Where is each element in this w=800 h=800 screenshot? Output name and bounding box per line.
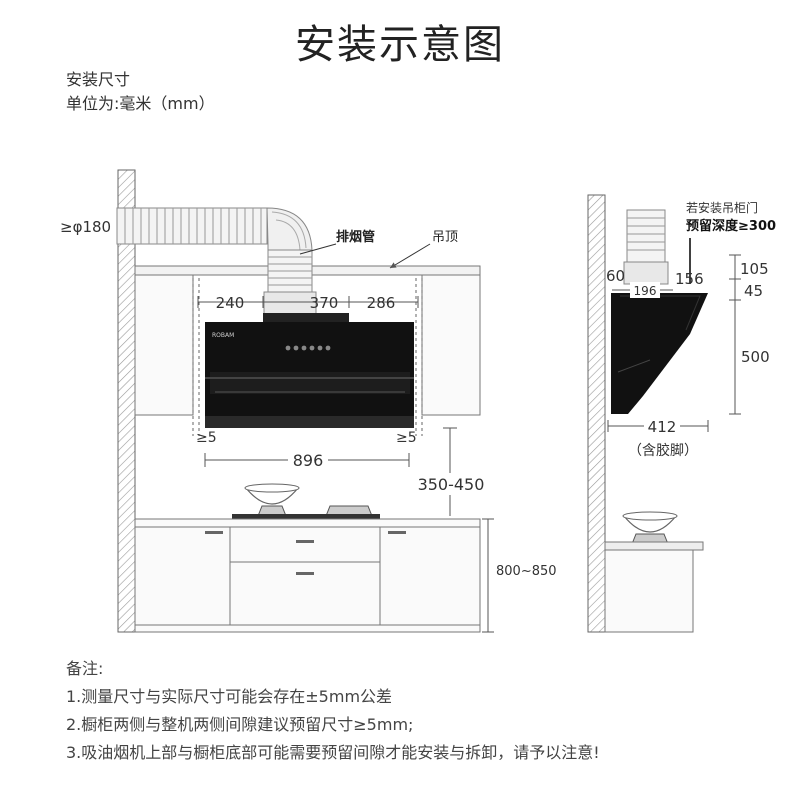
dim-side-500: 500: [741, 348, 770, 366]
dim-cabinet-height: 800~850: [496, 564, 557, 579]
dim-total-width: 896: [293, 451, 324, 470]
subtitle-install-size: 安装尺寸: [66, 70, 131, 89]
front-view: ROBAM 240 370 286 ≥φ180 排烟管 吊顶 ≥5 ≥5: [60, 169, 557, 633]
side-note-line1: 若安装吊柜门: [686, 200, 758, 215]
upper-cabinet-right: [421, 274, 481, 416]
dim-side-412-note: （含胶脚）: [628, 442, 698, 459]
hood-brand-logo: ROBAM: [212, 332, 234, 339]
dim-side-156: 156: [675, 270, 704, 288]
note-item-1: 1.测量尺寸与实际尺寸可能会存在±5mm公差: [66, 687, 393, 706]
side-wall: [587, 194, 606, 633]
page-title: 安装示意图: [295, 22, 505, 68]
dim-370: 370: [310, 294, 339, 312]
dim-286: 286: [367, 294, 396, 312]
dim-side-45: 45: [744, 282, 763, 300]
wok: [244, 483, 300, 517]
dim-hood-height: 350-450: [418, 475, 485, 494]
dim-side-60: 60: [606, 267, 625, 285]
dim-duct-diameter: ≥φ180: [60, 218, 111, 236]
dim-gap-right: ≥5: [396, 430, 417, 446]
notes-heading: 备注:: [66, 659, 104, 678]
exhaust-duct: [116, 207, 317, 315]
upper-cabinet-left: [134, 274, 194, 416]
range-hood-front: ROBAM: [205, 313, 414, 428]
side-view: 若安装吊柜门 预留深度≥300 60 156 196 105 45 500 41…: [587, 194, 776, 633]
notes-section: 备注: 1.测量尺寸与实际尺寸可能会存在±5mm公差 2.橱柜两侧与整机两侧间隙…: [66, 655, 786, 767]
dim-side-105: 105: [740, 260, 769, 278]
dim-240: 240: [216, 294, 245, 312]
base-cabinet: [134, 518, 481, 633]
range-hood-side: [611, 293, 708, 414]
side-note-line2: 预留深度≥300: [686, 218, 776, 234]
dim-side-412: 412: [648, 418, 677, 436]
dim-gap-left: ≥5: [196, 430, 217, 446]
label-exhaust-pipe: 排烟管: [336, 229, 375, 245]
cooktop: [232, 514, 380, 519]
note-item-2: 2.橱柜两侧与整机两侧间隙建议预留尺寸≥5mm;: [66, 715, 414, 734]
note-item-3: 3.吸油烟机上部与橱柜底部可能需要预留间隙才能安装与拆卸，请予以注意!: [66, 743, 600, 762]
dim-side-196: 196: [634, 284, 657, 298]
subtitle-unit: 单位为:毫米（mm）: [66, 94, 215, 113]
label-ceiling: 吊顶: [432, 230, 458, 245]
